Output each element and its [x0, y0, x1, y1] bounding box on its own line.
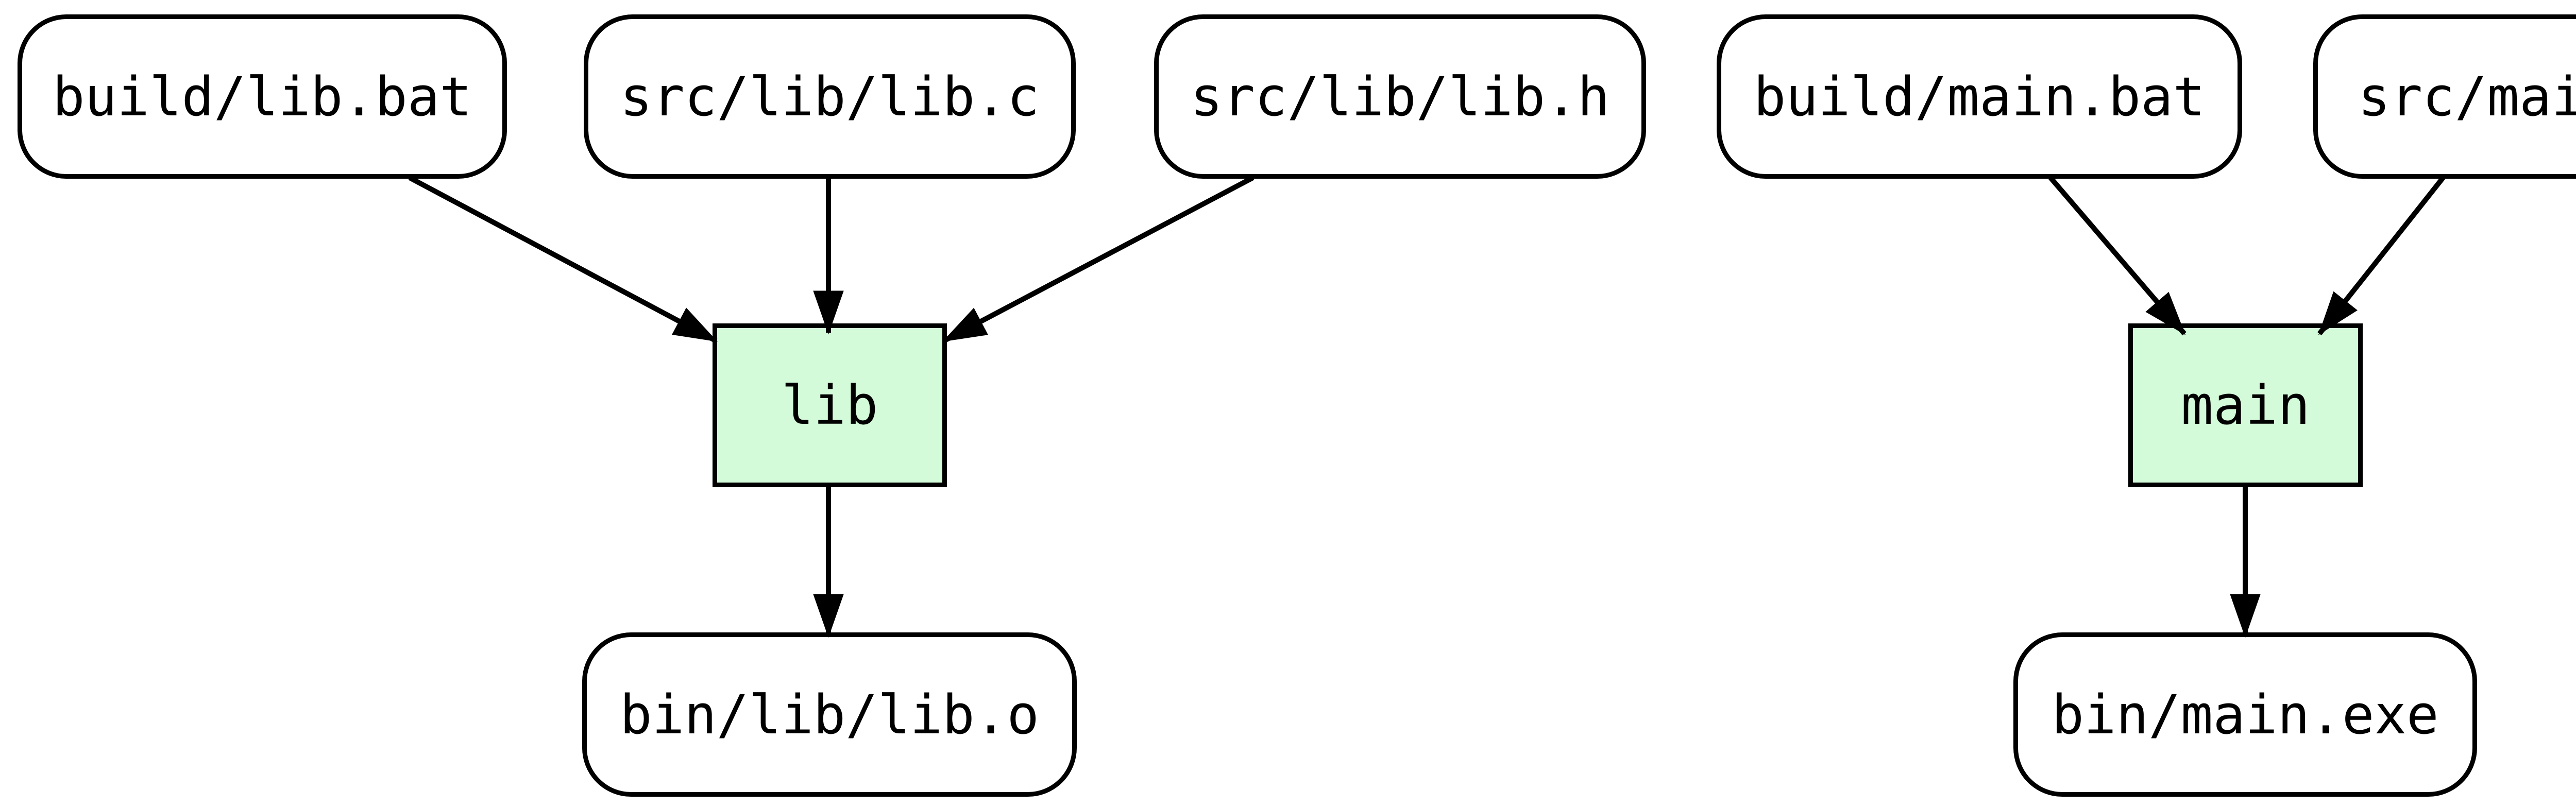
file-node-bin-main-exe: bin/main.exe	[2013, 632, 2477, 797]
node-label: src/lib/lib.c	[620, 65, 1040, 128]
node-label: build/main.bat	[1753, 65, 2206, 128]
file-node-src-lib-lib-c: src/lib/lib.c	[584, 14, 1076, 179]
node-label: main	[2181, 374, 2310, 437]
edge-build-lib-bat-to-lib	[408, 175, 718, 344]
task-node-lib: lib	[713, 323, 947, 487]
node-label: src/lib/lib.h	[1190, 65, 1610, 128]
node-label: lib	[781, 374, 878, 437]
edge-src-lib-lib-h-to-lib	[942, 175, 1255, 344]
node-label: src/main.c	[2358, 65, 2576, 128]
edge-build-main-bat-to-main	[2048, 176, 2187, 336]
file-node-src-lib-lib-h: src/lib/lib.h	[1154, 14, 1646, 179]
node-label: build/lib.bat	[53, 65, 472, 128]
file-node-src-main-c: src/main.c	[2313, 14, 2576, 179]
file-node-build-lib-bat: build/lib.bat	[18, 14, 507, 179]
node-label: bin/main.exe	[2052, 683, 2439, 746]
task-node-main: main	[2128, 323, 2363, 487]
edge-src-main-c-to-main	[2317, 176, 2445, 336]
file-node-build-main-bat: build/main.bat	[1717, 14, 2242, 179]
node-label: bin/lib/lib.o	[620, 683, 1039, 746]
file-node-bin-lib-lib-o: bin/lib/lib.o	[582, 632, 1077, 797]
